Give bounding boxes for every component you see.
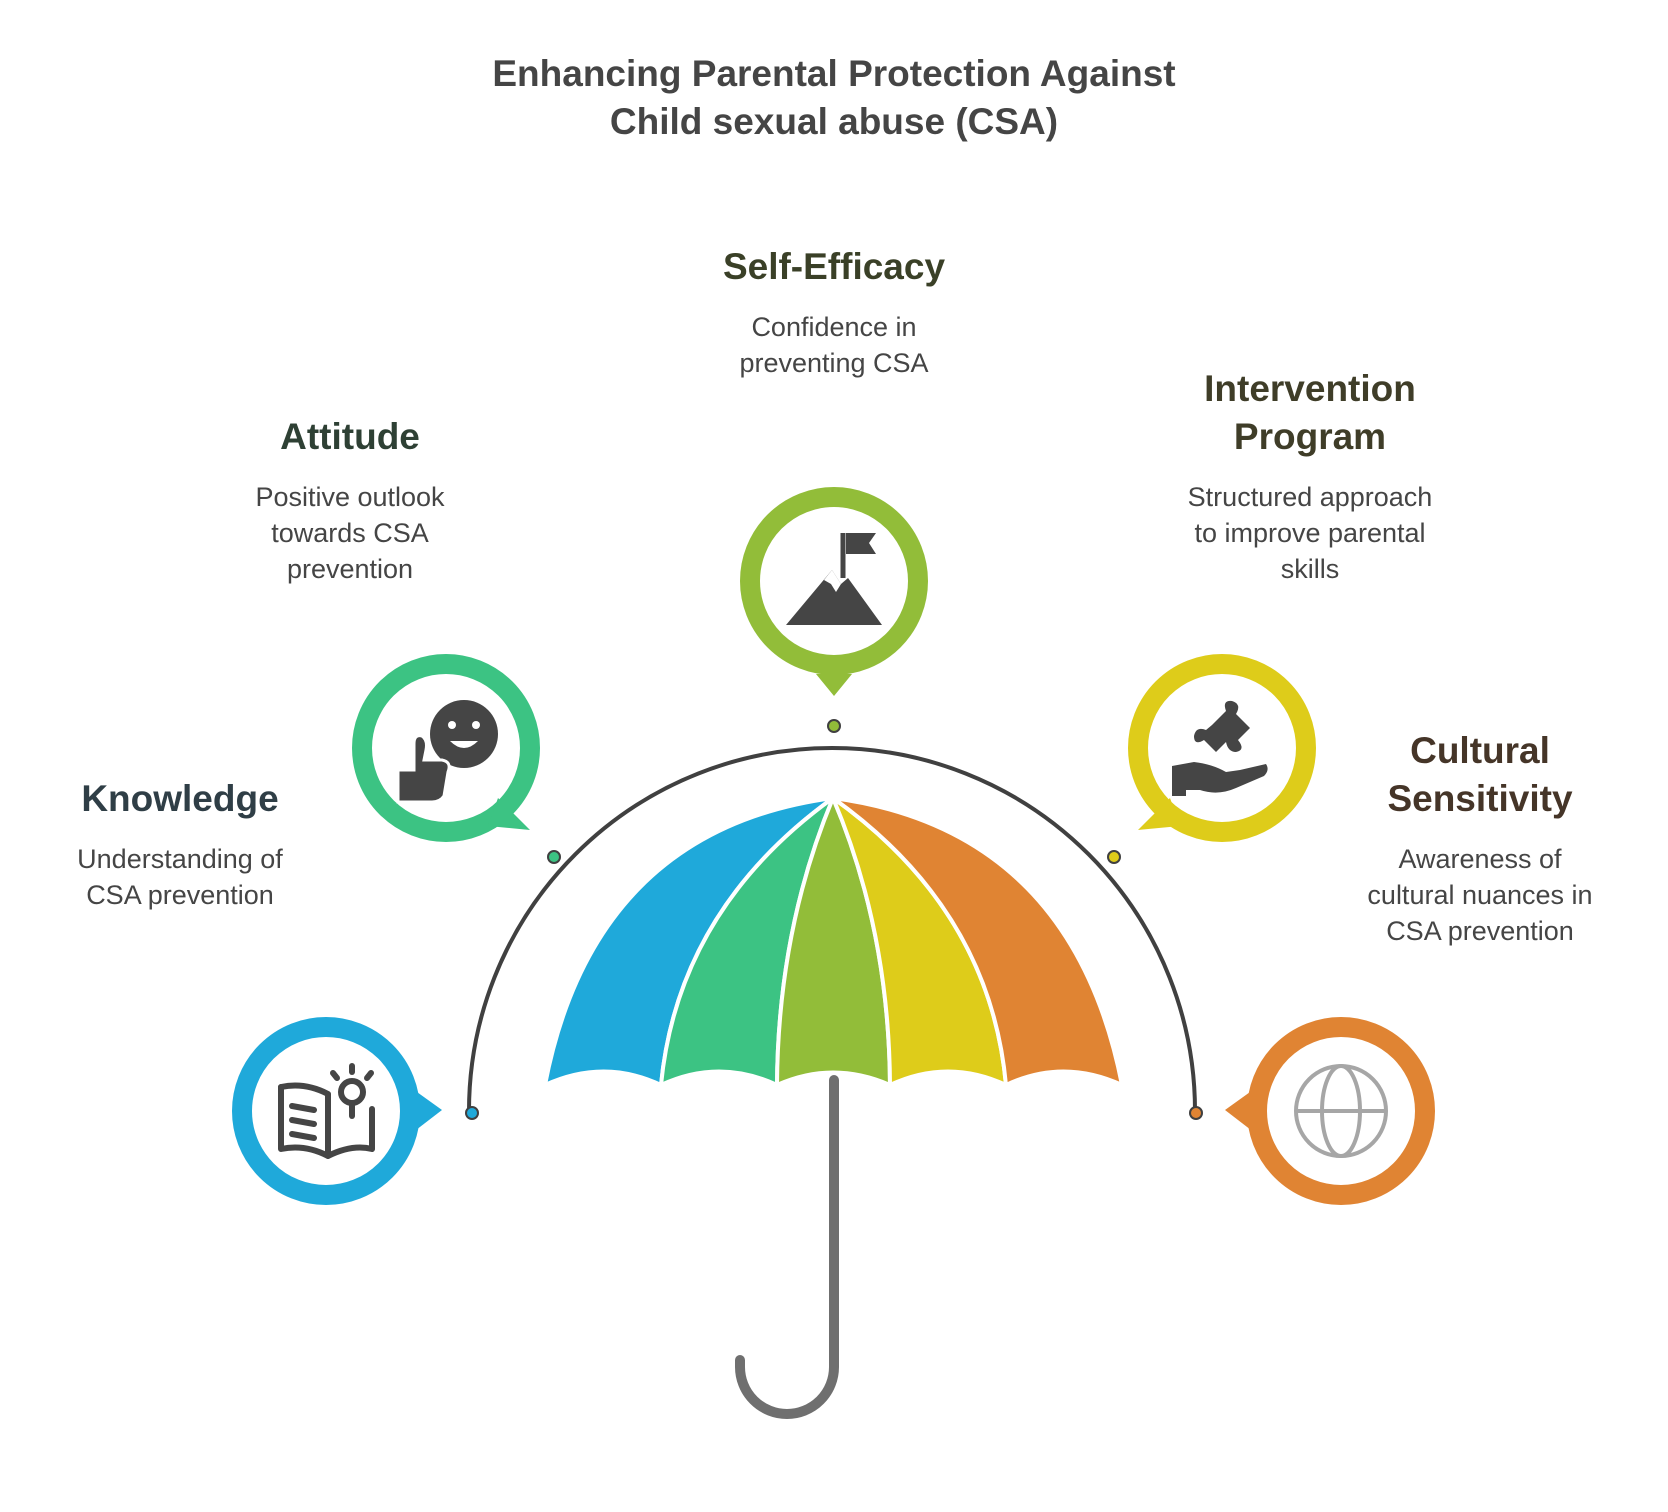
description-knowledge-line-2: CSA prevention [86, 880, 274, 910]
title-line-2: Child sexual abuse (CSA) [609, 101, 1059, 142]
heading-self-efficacy-line-1: Self-Efficacy [722, 246, 946, 287]
heading-knowledge: Knowledge [50, 775, 310, 823]
description-attitude-line-2: towards CSA [271, 518, 429, 548]
description-self-efficacy: Confidence in preventing CSA [674, 309, 994, 381]
description-cultural-line-2: cultural nuances in [1367, 880, 1593, 910]
diagram-title: Enhancing Parental Protection Against Ch… [334, 50, 1334, 146]
description-cultural: Awareness of cultural nuances in CSA pre… [1330, 841, 1630, 949]
description-knowledge-line-1: Understanding of [77, 844, 283, 874]
description-self-efficacy-line-1: Confidence in [751, 312, 917, 342]
description-attitude-line-3: prevention [286, 554, 414, 584]
description-intervention-line-2: to improve parental [1194, 518, 1426, 548]
pin-attitude [352, 654, 540, 842]
canopy-panel-cultural [831, 796, 1124, 1087]
description-cultural-line-1: Awareness of [1398, 844, 1562, 874]
heading-intervention-line-1: Intervention [1204, 368, 1416, 409]
description-knowledge: Understanding of CSA prevention [50, 841, 310, 913]
pin-cultural [1225, 1017, 1435, 1205]
description-attitude: Positive outlook towards CSA prevention [220, 479, 480, 587]
label-intervention: Intervention Program Structured approach… [1145, 365, 1475, 587]
description-self-efficacy-line-2: preventing CSA [739, 348, 929, 378]
umbrella-handle [735, 1075, 839, 1419]
pin-knowledge [232, 1017, 442, 1205]
mountain-flag-icon [786, 533, 882, 625]
arc-dot-self-efficacy [827, 719, 841, 733]
label-self-efficacy: Self-Efficacy Confidence in preventing C… [674, 243, 994, 381]
description-intervention-line-1: Structured approach [1187, 482, 1433, 512]
description-cultural-line-3: CSA prevention [1386, 916, 1574, 946]
heading-intervention: Intervention Program [1145, 365, 1475, 461]
pin-intervention [1128, 654, 1316, 842]
arc-dot-cultural [1189, 1106, 1203, 1120]
label-knowledge: Knowledge Understanding of CSA preventio… [50, 775, 310, 913]
heading-knowledge-line-1: Knowledge [81, 778, 279, 819]
pin-self-efficacy [740, 487, 928, 696]
heading-attitude: Attitude [220, 413, 480, 461]
globe-icon [1294, 1064, 1388, 1158]
description-intervention-line-3: skills [1280, 554, 1340, 584]
arc-dot-knowledge [465, 1106, 479, 1120]
arc-dot-attitude [547, 850, 561, 864]
hand-puzzle-icon [1172, 700, 1268, 796]
label-attitude: Attitude Positive outlook towards CSA pr… [220, 413, 480, 587]
description-intervention: Structured approach to improve parental … [1145, 479, 1475, 587]
heading-cultural-line-1: Cultural [1410, 730, 1550, 771]
heading-intervention-line-2: Program [1233, 416, 1387, 457]
heading-self-efficacy: Self-Efficacy [674, 243, 994, 291]
connector-arc [467, 746, 1197, 1112]
arc-dot-intervention [1107, 850, 1121, 864]
book-lightbulb-icon [278, 1063, 375, 1159]
title-line-1: Enhancing Parental Protection Against [492, 53, 1176, 94]
heading-cultural-line-2: Sensitivity [1387, 778, 1573, 819]
heading-cultural: Cultural Sensitivity [1330, 727, 1630, 823]
thumbs-up-smiley-icon [396, 700, 498, 804]
label-cultural: Cultural Sensitivity Awareness of cultur… [1330, 727, 1630, 949]
heading-attitude-line-1: Attitude [280, 416, 420, 457]
description-attitude-line-1: Positive outlook [255, 482, 445, 512]
